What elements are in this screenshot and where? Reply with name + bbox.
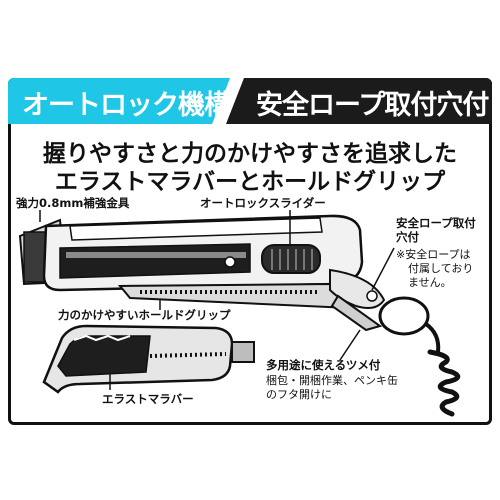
leader-lines [39,210,395,390]
slider-knob [261,244,321,274]
main-cutter [18,214,386,332]
headline-line-2: エラストマラバーとホールドグリップ [54,169,446,195]
blade-line [66,252,246,258]
header-left-title: オートロック機構 [22,90,231,121]
blade-window [59,243,251,279]
metal-guard [23,231,47,283]
label-rope-hole-line2: 穴付 [396,230,419,244]
rope-cord [424,322,441,353]
safety-rope [378,296,461,417]
header-right-title: 安全ロープ取付穴付 [256,90,489,121]
header-accent-band [8,78,230,124]
claw [330,294,383,332]
elastomer-rubber [57,335,151,377]
rope-hole [366,290,378,302]
leader-claw [339,329,361,361]
label-auto-lock-slider: オートロックスライダー [200,196,326,210]
note-rope-line3: ません。 [408,276,452,289]
header-background [8,78,492,124]
label-elastomer-rubber: エラストマラバー [102,392,194,406]
leader-rope-hole [371,247,395,291]
desc-claw-line1: 梱包・開梱作業、ペンキ缶 [266,374,398,387]
label-rope-hole-line1: 安全ロープ取付 [396,216,476,230]
auto-lock-slider [261,244,321,274]
label-reinforced-metal: 強力0.8mm補強金具 [16,196,130,210]
secondary-blade [231,341,255,363]
secondary-cutter [42,324,255,394]
top-rail [69,217,323,241]
headline-line-1: 握りやすさと力のかけやすさを追求した [43,141,457,167]
note-rope-line1: ※安全ロープは [396,248,471,261]
desc-claw-line2: のフタ開けに [266,388,332,401]
label-hold-grip: 力のかけやすいホールドグリップ [58,308,231,322]
rope-loop-inner [386,303,422,329]
hold-grip [117,282,358,310]
label-claw: 多用途に使えるツメ付 [266,358,381,372]
rope-loop [378,296,430,336]
header-banner: オートロック機構 安全ロープ取付穴付 [8,78,492,124]
rubber-pattern [73,334,131,342]
note-rope-line2: 付属しており [408,262,474,275]
rope-coil [427,349,461,417]
header-divider-stripe [212,78,244,124]
rivet [224,256,236,268]
